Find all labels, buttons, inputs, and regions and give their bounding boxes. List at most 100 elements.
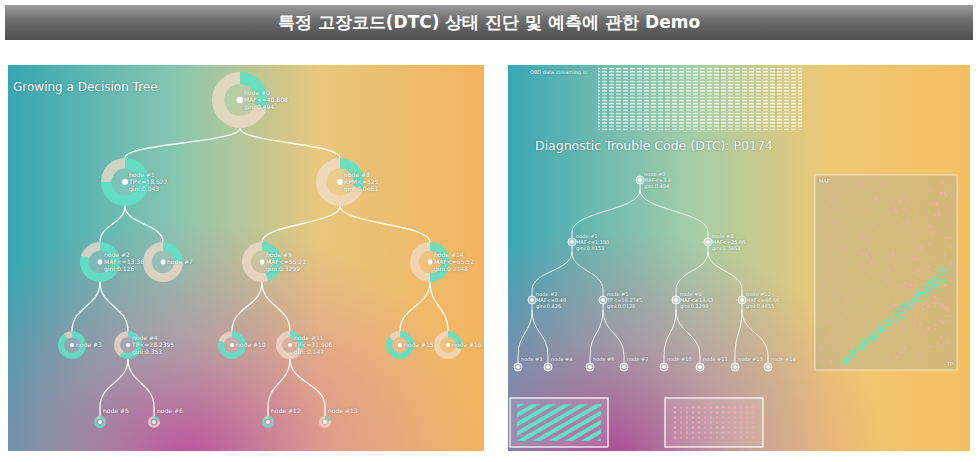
branch-stub [518,356,519,363]
scatter-point [877,327,879,329]
branch-stub [735,356,736,363]
branch-stub [153,407,154,416]
tree-node: node #9MAF<=14.63gini:0.1299 [672,290,716,310]
scatter-point [848,360,850,362]
scatter-point [927,287,929,289]
scatter-point [945,269,947,271]
scatter-point [889,283,891,285]
gini-value: gini:0.426 [536,303,566,309]
gini-value: gini:0.3463 [712,245,745,251]
split-condition: MAF<=1.180 [576,239,609,245]
scatter-point [911,343,913,345]
node-dot [70,343,74,347]
scatter-point [934,214,936,216]
scatter-point [919,295,921,297]
branch-stub [708,232,709,238]
scatter-point [947,187,949,189]
tree-node: node #5 [94,407,130,428]
scatter-point [820,293,822,295]
scatter-point [888,212,890,214]
scatter-point [887,308,889,310]
scatter-point [925,290,927,292]
gini-value: gini:0.147 [294,348,332,355]
tree-branch [572,190,640,232]
scatter-point [923,293,925,295]
gini-value: gini:0.4655 [746,303,779,309]
node-ring [704,238,712,246]
node-dot [98,260,103,265]
scatter-point [905,282,907,284]
scatter-point [857,350,859,352]
scatter-point [915,317,917,319]
scatter-point [876,333,878,335]
scatter-point [942,182,944,184]
split-condition: MAF<=65.52 [434,258,474,265]
scatter-point [898,309,900,311]
scatter-point [879,331,881,333]
scatter-point [945,308,947,310]
scatter-point [904,205,906,207]
scatter-point [923,292,925,294]
tree-node: node #13 [731,356,764,371]
scatter-point [927,290,929,292]
branch-stub [640,184,641,190]
scatter-point [857,248,859,250]
page-title: 특정 고장코드(DTC) 상태 진단 및 예측에 관한 Demo [278,11,700,34]
tree-node: node #3 [58,331,104,359]
scatter-point [948,315,950,317]
node-id: node #15 [404,341,434,348]
node-dot [230,343,234,347]
node-id: node #14 [771,356,796,362]
gini-value: gini:0.0153 [576,245,609,251]
node-ring [620,363,628,371]
scatter-point [896,314,898,316]
scatter-point [854,351,856,353]
scatter-point [922,283,924,285]
scatter-point [901,304,903,306]
scatter-frame [815,175,957,370]
branch-stub [324,407,325,416]
scatter-point [950,267,952,269]
scatter-point [929,190,931,192]
scatter-point [869,239,871,241]
scatter-point [873,224,875,226]
scatter-point [916,300,918,302]
tree-branch [340,206,430,242]
tree-branch [603,310,624,356]
scatter-point [869,249,871,251]
scatter-point [919,301,921,303]
tree-branch [100,282,128,331]
scatter-point [850,351,852,353]
scatter-point [877,326,879,328]
scatter-point [858,343,860,345]
gini-value: gini:0.494 [644,183,671,189]
node-dot [622,365,626,369]
scatter-point [878,339,880,341]
scatter-point [869,336,871,338]
scatter-point [860,293,862,295]
axis-label: MAF [819,178,830,184]
scatter-point [918,292,920,294]
scatter-point [911,306,913,308]
scatter-point [881,325,883,327]
node-id: node #13 [328,407,358,414]
axis-label: TP [947,361,953,367]
sample-box [510,398,608,447]
tree-node: node #0MAF<=40.808gini:0.494 [212,72,290,128]
tree-branch [128,359,154,407]
scatter-point [941,192,943,194]
scatter-point [951,279,953,281]
scatter-point [934,296,936,298]
scatter-point [926,294,928,296]
scatter-point [896,309,898,311]
tree-node: node #7 [143,242,195,282]
scatter-point [899,285,901,287]
branch-stub [532,290,533,296]
node-ring [528,296,536,304]
split-condition: MAF<=56.22 [266,258,306,265]
node-ring [764,363,772,371]
scatter-point [943,281,945,283]
dtc-heading: Diagnostic Trouble Code (DTC): P0174 [535,138,773,154]
